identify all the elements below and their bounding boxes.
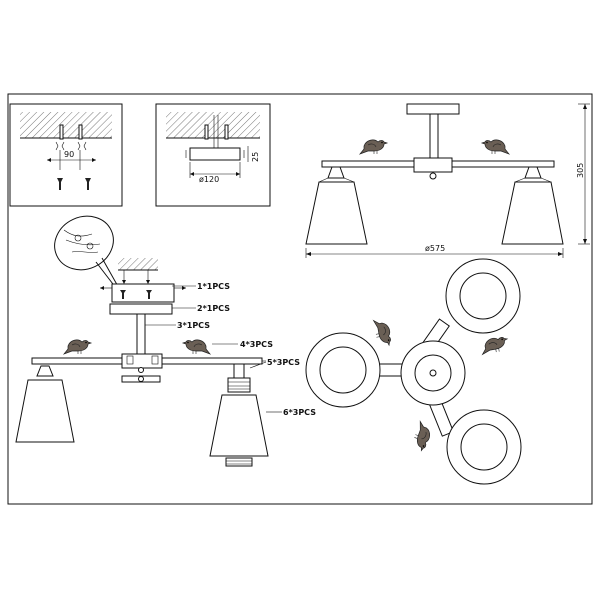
lamp-shade (209, 363, 269, 467)
front-view-width: ø575 (425, 244, 445, 253)
bird-icon (481, 139, 510, 155)
detail-right-height: 25 (251, 152, 260, 162)
part-label-6: 6*3PCS (283, 408, 316, 417)
screw-icon (146, 290, 152, 299)
lamp-ring (305, 332, 381, 408)
bird-icon (359, 139, 388, 155)
part-label-5: 5*3PCS (267, 358, 300, 367)
screw-icon (120, 290, 126, 299)
bird-icon (410, 420, 434, 453)
lamp-ring (446, 409, 522, 485)
lamp-shade (305, 166, 368, 245)
bird-icon (373, 317, 393, 348)
lamp-ring (445, 258, 521, 334)
outer-frame (7, 93, 593, 505)
part-label-3: 3*1PCS (177, 321, 210, 330)
part-label-2: 2*1PCS (197, 304, 230, 313)
wiring-detail-bubble (54, 215, 121, 291)
detail-box-left: 90 (9, 103, 123, 207)
detail-right-diameter: ø120 (199, 175, 219, 184)
top-view (305, 258, 522, 485)
detail-left-dimension: 90 (64, 150, 74, 159)
bird-icon (479, 335, 510, 355)
lamp-shade (501, 166, 564, 245)
bird-icon (182, 339, 211, 355)
part-label-1: 1*1PCS (197, 282, 230, 291)
exploded-view: 1*1PCS 2*1PCS 3*1PCS 4*3PCS 5*3PCS 6*3PC… (15, 215, 316, 467)
front-view: ø575 305 (305, 103, 590, 258)
detail-box-right: ø120 25 (155, 103, 271, 207)
bird-icon (63, 339, 92, 355)
part-label-4: 4*3PCS (240, 340, 273, 349)
screw-icon (57, 178, 63, 190)
lamp-shade (15, 365, 75, 443)
front-view-height: 305 (576, 163, 585, 178)
screw-icon (85, 178, 91, 190)
